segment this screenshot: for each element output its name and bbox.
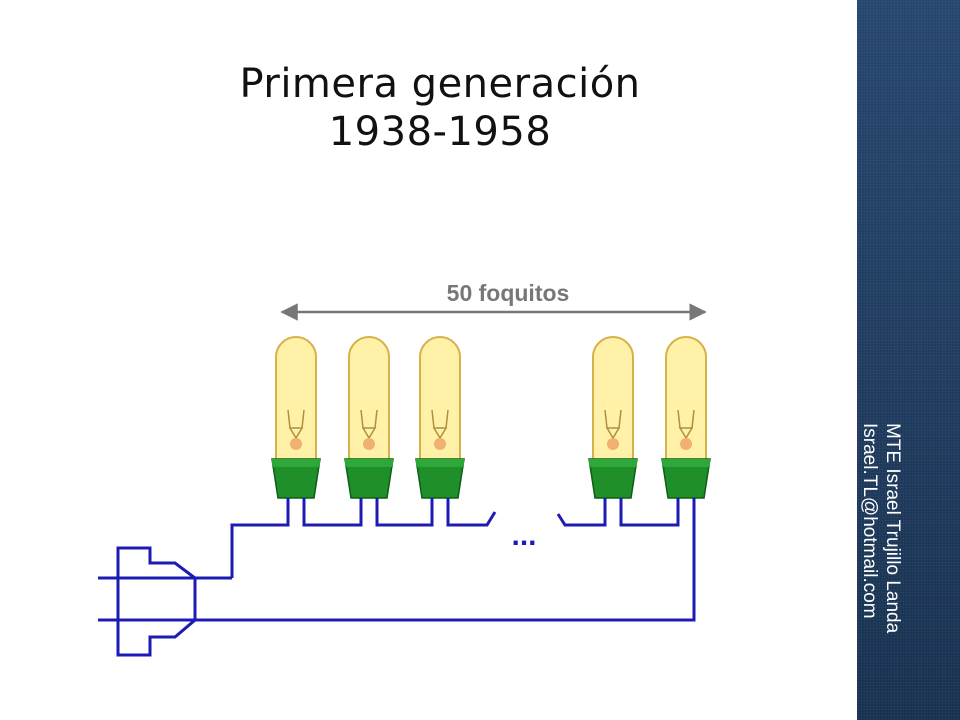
title-line-years: 1938-1958 [328,109,552,155]
bulb-1 [271,336,321,499]
author-block: MTE Israel Trujillo Landa Israel.TL@hotm… [858,423,904,633]
bulb-4 [588,336,638,499]
bulb-circuit-diagram: 50 foquitos [98,280,711,657]
count-arrow: 50 foquitos [280,280,707,321]
bulb-5 [661,336,711,499]
author-name: MTE Israel Trujillo Landa [882,423,903,634]
bulb-2 [344,336,394,499]
plug-icon [98,546,232,657]
bulb-3 [415,336,465,499]
wiring [195,498,696,622]
ellipsis-label: ... [511,519,536,552]
slide-title: Primera generación 1938-1958 [160,60,720,156]
author-email: Israel.TL@hotmail.com [859,423,880,619]
title-line-generation: Primera generación [239,61,641,107]
sidebar-panel [857,0,960,720]
count-label: 50 foquitos [447,280,570,306]
